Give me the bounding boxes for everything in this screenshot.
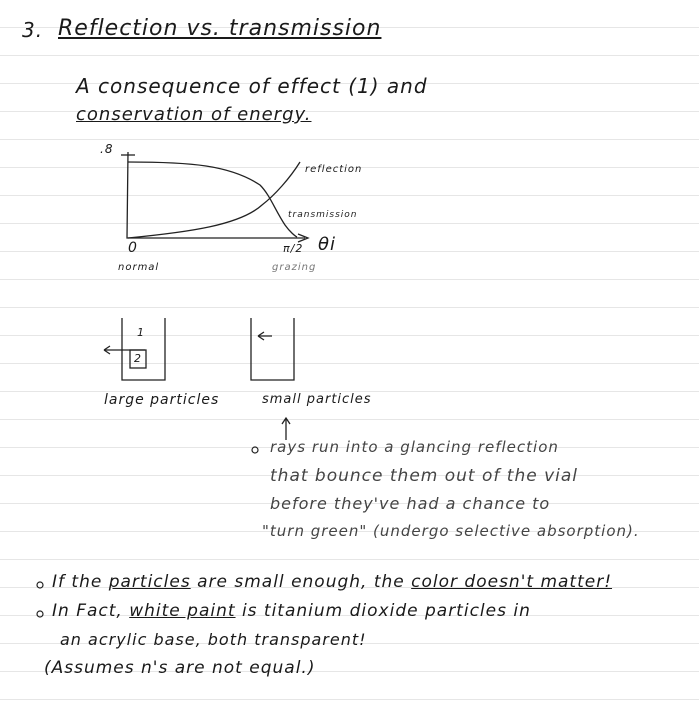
- x-axis-arrow: [297, 233, 310, 243]
- note-line-1: rays run into a glancing reflection: [270, 438, 559, 456]
- small-particles-label: small particles: [262, 392, 372, 407]
- b1-part: If the: [52, 572, 103, 592]
- bullet-text-1: If the particles are small enough, the c…: [52, 572, 612, 592]
- b2-part: In Fact,: [52, 601, 123, 621]
- large-mark-2: 2: [134, 352, 142, 365]
- reflection-label: reflection: [305, 164, 363, 175]
- b1-particles: particles: [108, 572, 191, 592]
- large-particles-label: large particles: [104, 392, 220, 408]
- grazing-label: grazing: [272, 262, 317, 273]
- pointer-arrow: [281, 416, 291, 440]
- b2-part: is titanium dioxide particles in: [241, 601, 531, 621]
- note-line-4: "turn green" (undergo selective absorpti…: [262, 522, 640, 540]
- normal-label: normal: [118, 262, 160, 273]
- b1-part: are small enough, the: [197, 572, 405, 592]
- large-mark-1: 1: [137, 326, 145, 339]
- bullet-2: [36, 581, 44, 589]
- section-title: Reflection vs. transmission: [58, 16, 382, 41]
- bullet-text-2-line-3: (Assumes n's are not equal.): [44, 658, 316, 678]
- x-end-label: π/2: [283, 242, 304, 255]
- section-number: 3.: [22, 18, 44, 42]
- small-ray-arrow: [257, 331, 272, 341]
- intro-line-1: A consequence of effect (1) and: [76, 74, 428, 98]
- transmission-label: transmission: [288, 210, 358, 220]
- large-ray-arrow: [103, 345, 145, 355]
- axes: [126, 151, 305, 239]
- intro-line-2: conservation of energy.: [76, 104, 312, 125]
- bullet-1: [251, 446, 259, 454]
- y-tick-label: .8: [100, 142, 114, 156]
- x-axis-label: θi: [318, 234, 337, 255]
- large-vial: [121, 318, 166, 381]
- small-vial: [250, 318, 295, 381]
- transmission-curve: [127, 161, 298, 238]
- x-origin-label: 0: [128, 240, 138, 256]
- b1-color-doesnt-matter: color doesn't matter!: [411, 572, 613, 592]
- bullet-3: [36, 610, 44, 618]
- reflection-curve: [127, 161, 301, 239]
- note-line-2: that bounce them out of the vial: [270, 466, 579, 486]
- bullet-text-2-line-2: an acrylic base, both transparent!: [60, 630, 367, 649]
- note-line-3: before they've had a chance to: [270, 494, 551, 513]
- b2-white-paint: white paint: [129, 601, 236, 621]
- bullet-text-2: In Fact, white paint is titanium dioxide…: [52, 601, 531, 621]
